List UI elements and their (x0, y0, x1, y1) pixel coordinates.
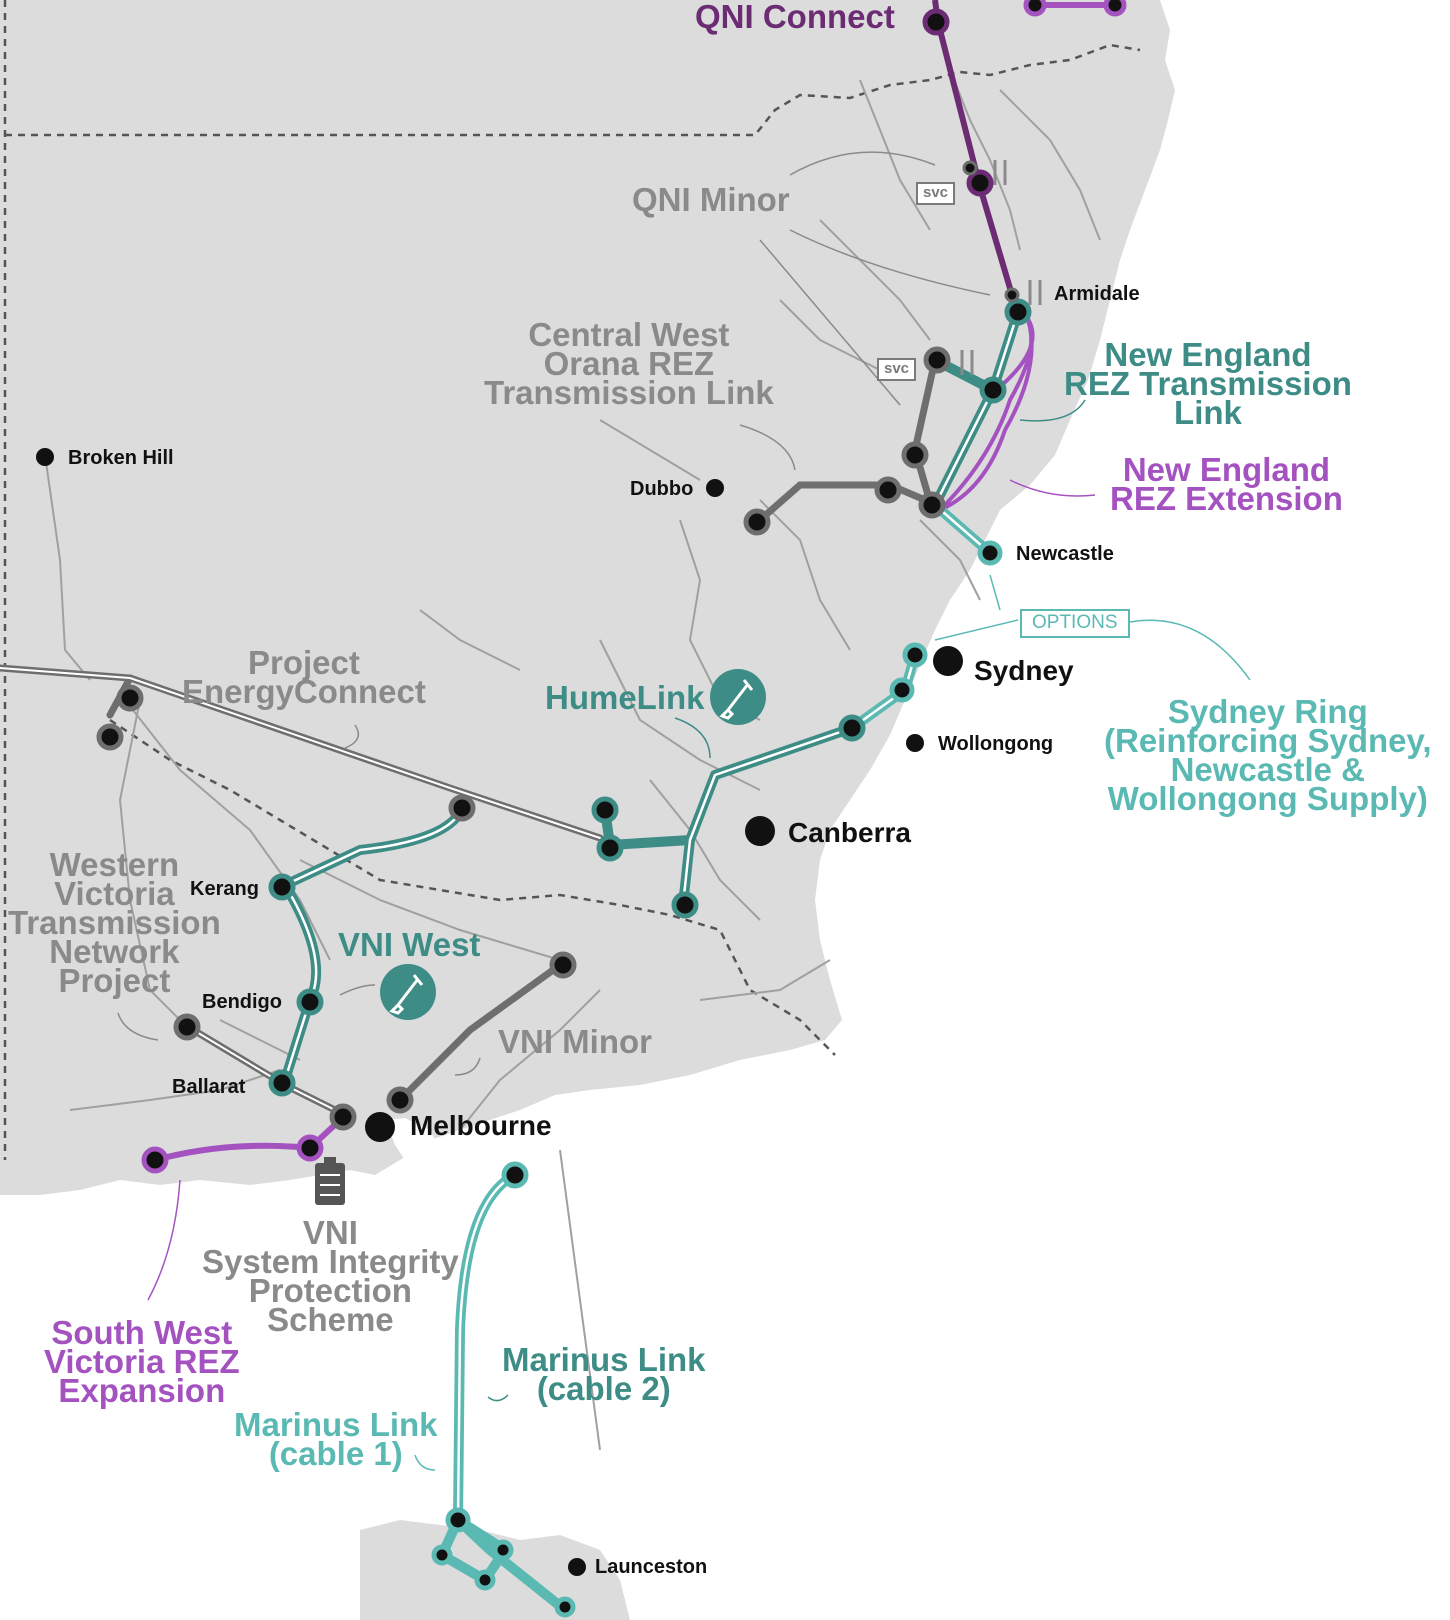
qni-connect-label: QNI Connect (695, 0, 895, 35)
background-network (44, 69, 1101, 1451)
curved-arrow-icon (1129, 619, 1251, 681)
city-label-melbourne: Melbourne (410, 1110, 552, 1141)
options-tag: OPTIONS (1020, 609, 1130, 638)
vni-west-label: VNI West (338, 926, 481, 963)
qni-minor-label: QNI Minor (632, 181, 790, 218)
city-label-armidale: Armidale (1054, 283, 1140, 305)
city-label-bendigo: Bendigo (202, 991, 282, 1013)
curved-arrow-icon (339, 984, 376, 996)
curved-arrow-icon (1019, 399, 1086, 422)
city-label-ballarat: Ballarat (172, 1076, 246, 1098)
central-west-label: Central West Orana REZ Transmission Link (484, 316, 774, 411)
curved-arrow-icon (674, 717, 711, 759)
marinus-cable2-label: Marinus Link (cable 2) (502, 1341, 706, 1407)
nodes-teal (268, 298, 1032, 1097)
city-label-launceston: Launceston (595, 1556, 708, 1578)
new-england-ext-label: New England REZ Extension (1110, 451, 1343, 517)
nodes-light-teal (431, 540, 1003, 1618)
vni-sips-label: VNI System Integrity Protection Scheme (202, 1214, 459, 1338)
city-dots (36, 448, 963, 1576)
svc-tag: svc (916, 182, 956, 205)
state-borders (3, 0, 1141, 1160)
city-label-canberra: Canberra (788, 817, 911, 848)
curved-arrow-icon (739, 424, 796, 471)
city-label-kerang: Kerang (190, 878, 259, 900)
colored-arrows (147, 399, 1251, 1471)
curved-arrow-icon (1009, 479, 1096, 497)
curved-arrow-icon (117, 1012, 159, 1041)
south-west-victoria-label: South West Victoria REZ Expansion (44, 1314, 240, 1409)
curved-arrow-icon (414, 1454, 436, 1471)
city-label-newcastle: Newcastle (1016, 543, 1114, 565)
vni-minor-line (396, 961, 564, 1104)
shovel-icon (380, 964, 436, 1020)
project-energyconnect-label: Project EnergyConnect (182, 644, 426, 710)
city-label-dubbo: Dubbo (630, 478, 694, 500)
port-phillip-bay (385, 1118, 440, 1165)
curved-arrow-icon (487, 1394, 509, 1402)
annotation-arrows (117, 151, 991, 1076)
shovel-icon (710, 669, 766, 725)
western-victoria-label: Western Victoria Transmission Network Pr… (8, 846, 221, 999)
battery-icon (315, 1157, 345, 1205)
city-label-wollongong: Wollongong (938, 733, 1054, 755)
curved-arrow-icon (147, 1179, 181, 1301)
small-nodes (962, 160, 1020, 303)
circuit-breaker-icon (960, 160, 1042, 375)
marinus-cable1-label: Marinus Link (cable 1) (234, 1406, 438, 1472)
curved-arrow-icon (454, 1057, 481, 1076)
new-england-link-label: New England REZ Transmission Link (1064, 336, 1352, 431)
curved-arrow-icon (344, 724, 360, 749)
vni-minor-label: VNI Minor (498, 1023, 652, 1060)
curved-arrow-icon (789, 229, 991, 296)
curved-arrow-icon (759, 239, 901, 406)
curved-arrow-icon (989, 574, 1001, 611)
svc-tag: svc (877, 358, 917, 381)
city-label-broken-hill: Broken Hill (68, 447, 174, 469)
nodes-grey (96, 346, 951, 1131)
central-west-line (756, 481, 929, 524)
humelink-label: HumeLink (545, 679, 705, 716)
humelink-branch (600, 805, 695, 850)
city-label-sydney: Sydney (974, 655, 1074, 686)
curved-arrow-icon (789, 151, 936, 176)
nodes-dark-purple (922, 8, 994, 197)
nodes-purple (141, 0, 1127, 1174)
sydney-ring-label: Sydney Ring (Reinforcing Sydney, Newcast… (1104, 693, 1432, 817)
curved-arrow-icon (934, 619, 1019, 641)
